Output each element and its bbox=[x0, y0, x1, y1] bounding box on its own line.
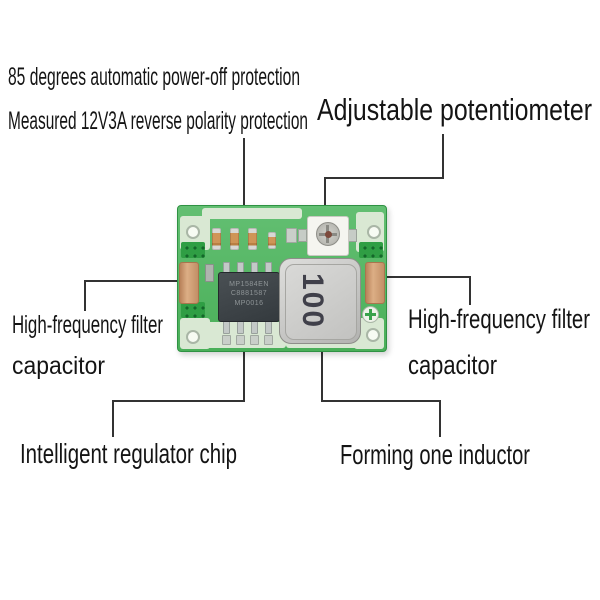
annotation-left-capacitor-line1: High-frequency filter bbox=[12, 311, 163, 339]
smd-resistor bbox=[230, 228, 239, 250]
mounting-hole-top-right bbox=[367, 225, 381, 239]
callout-line-chip-horizontal bbox=[112, 400, 245, 402]
callout-line-inductor-vertical bbox=[321, 302, 323, 402]
smd-component bbox=[205, 264, 214, 282]
inductor: 100 bbox=[279, 258, 361, 344]
potentiometer-tab-left bbox=[298, 229, 307, 242]
annotation-right-capacitor-line1: High-frequency filter bbox=[408, 304, 590, 334]
filter-capacitor-left bbox=[179, 262, 199, 304]
callout-line-rightcap-drop bbox=[469, 276, 471, 305]
chip-pin bbox=[265, 320, 272, 334]
smd-capacitor bbox=[286, 228, 297, 243]
callout-line-pot-horizontal bbox=[324, 177, 444, 179]
inductor-top-face bbox=[285, 264, 357, 340]
smd-resistor bbox=[268, 232, 276, 249]
callout-line-pot-vertical bbox=[442, 134, 444, 179]
solder-pad bbox=[222, 335, 231, 345]
chip-marking-line2: C8881587 bbox=[230, 290, 268, 298]
chip-pin bbox=[251, 320, 258, 334]
annotation-regulator-chip: Intelligent regulator chip bbox=[20, 438, 237, 469]
mounting-hole-bottom-right bbox=[366, 328, 380, 342]
callout-line-chip-drop bbox=[112, 400, 114, 437]
pcb-module: MP1584EN C8881587 MP0016 100 bbox=[177, 205, 387, 352]
callout-line-inductor-drop bbox=[439, 400, 441, 437]
chip-pin bbox=[223, 320, 230, 334]
solder-pad bbox=[236, 335, 245, 345]
pcb-top-edge-pads bbox=[202, 208, 302, 219]
solder-pad bbox=[250, 335, 259, 345]
smd-resistor bbox=[248, 228, 257, 250]
chip-marking-line3: MP0016 bbox=[234, 299, 264, 307]
chip-pin bbox=[237, 320, 244, 334]
chip-marking-line1: MP1584EN bbox=[229, 281, 269, 288]
annotation-reverse-polarity-protection: Measured 12V3A reverse polarity protecti… bbox=[8, 107, 308, 135]
annotation-right-capacitor-line2: capacitor bbox=[408, 350, 497, 380]
callout-line-rightcap-horizontal bbox=[375, 276, 471, 278]
screw-center-dot bbox=[325, 231, 332, 238]
via-array-bottom-left bbox=[181, 302, 205, 318]
regulator-chip: MP1584EN C8881587 MP0016 bbox=[218, 272, 280, 322]
inductor-marking: 100 bbox=[296, 272, 329, 330]
potentiometer-tab-right bbox=[348, 229, 357, 242]
callout-line-pot-drop bbox=[324, 177, 326, 229]
via-array-top-right bbox=[359, 242, 383, 258]
smd-resistor bbox=[212, 228, 221, 250]
filter-capacitor-right bbox=[365, 262, 385, 304]
callout-line-leftcap-horizontal bbox=[84, 280, 190, 282]
plated-cross-hole bbox=[362, 306, 379, 323]
annotation-left-capacitor-line2: capacitor bbox=[12, 352, 105, 380]
via-array-top-left bbox=[181, 242, 205, 258]
mounting-hole-top-left bbox=[186, 225, 200, 239]
mounting-hole-bottom-left bbox=[186, 330, 200, 344]
solder-pad bbox=[264, 335, 273, 345]
cross-hole-slot-vertical bbox=[369, 309, 372, 320]
annotation-forming-inductor: Forming one inductor bbox=[340, 439, 530, 470]
potentiometer-screw bbox=[316, 222, 340, 246]
annotation-adjustable-potentiometer: Adjustable potentiometer bbox=[317, 92, 592, 127]
callout-line-inductor-horizontal bbox=[321, 400, 441, 402]
annotation-power-off-protection: 85 degrees automatic power-off protectio… bbox=[8, 63, 300, 91]
callout-line-leftcap-drop bbox=[84, 280, 86, 311]
